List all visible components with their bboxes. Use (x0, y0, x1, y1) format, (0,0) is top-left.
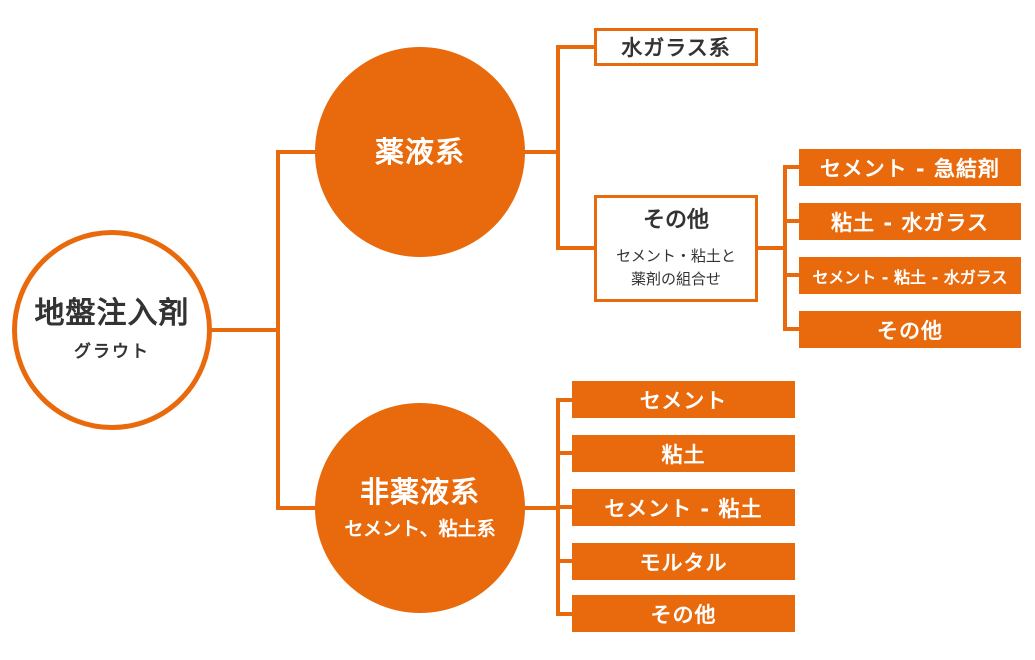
non-chemical-subtitle: セメント、粘土系 (344, 518, 496, 540)
other-item-label: セメント - 粘土 - 水ガラス (812, 267, 1008, 287)
chemical-other-label: その他 (642, 207, 709, 233)
water-glass-label: 水ガラス系 (621, 36, 731, 60)
non-chemical-item-box: モルタル (572, 543, 795, 580)
other-item-box: 粘土 - 水ガラス (799, 203, 1021, 240)
chemical-title: 薬液系 (374, 135, 465, 169)
non-chemical-node: 非薬液系 セメント、粘土系 (315, 403, 525, 613)
non-chemical-item-label: モルタル (639, 550, 728, 575)
chemical-other-note-line2: 薬剤の組合せ (630, 269, 721, 288)
other-item-box: その他 (799, 311, 1021, 348)
non-chemical-item-label: その他 (650, 602, 717, 627)
water-glass-box: 水ガラス系 (594, 28, 758, 66)
chemical-node: 薬液系 (315, 47, 525, 257)
non-chemical-item-label: セメント (639, 388, 728, 413)
non-chemical-title: 非薬液系 (359, 475, 480, 509)
non-chemical-item-label: 粘土 (661, 442, 706, 467)
other-item-label: セメント - 急結剤 (820, 156, 1000, 181)
chemical-other-note-line1: セメント・粘土と (616, 246, 736, 265)
other-item-label: その他 (877, 318, 943, 343)
root-node: 地盤注入剤 グラウト (12, 230, 212, 430)
chemical-other-box: その他 セメント・粘土と 薬剤の組合せ (594, 195, 758, 302)
other-item-box: セメント - 急結剤 (799, 149, 1021, 186)
non-chemical-item-box: セメント (572, 381, 795, 418)
non-chemical-item-box: その他 (572, 595, 795, 632)
non-chemical-item-box: 粘土 (572, 435, 795, 472)
root-title: 地盤注入剤 (34, 296, 190, 331)
other-item-label: 粘土 - 水ガラス (831, 210, 989, 235)
other-item-box: セメント - 粘土 - 水ガラス (799, 257, 1021, 294)
non-chemical-item-label: セメント - 粘土 (604, 496, 763, 521)
non-chemical-item-box: セメント - 粘土 (572, 489, 795, 526)
root-subtitle: グラウト (74, 342, 150, 362)
